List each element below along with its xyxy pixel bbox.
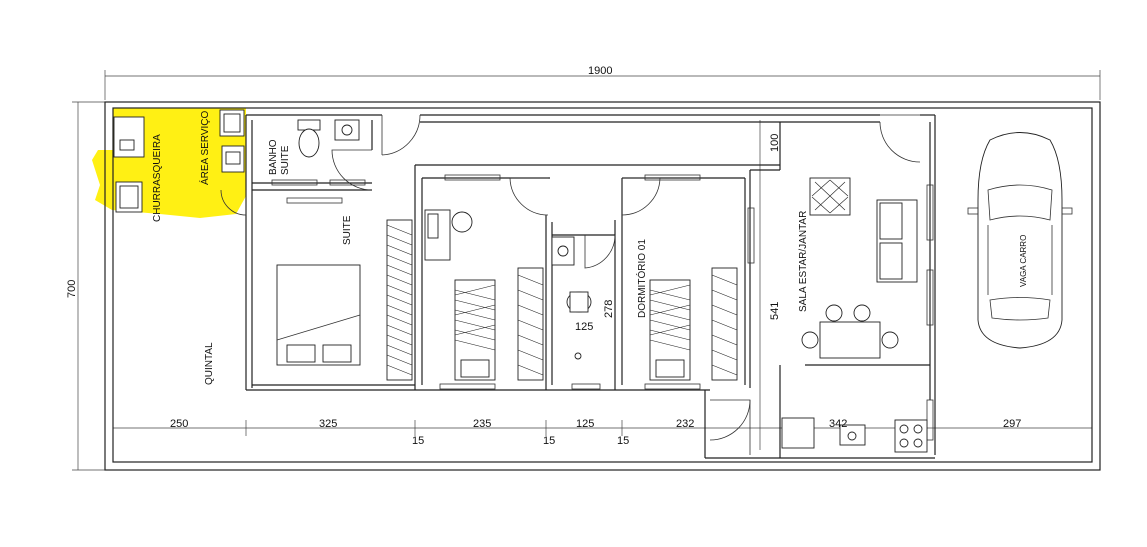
bathroom-fixtures bbox=[297, 119, 592, 360]
dim-bottom-15a: 15 bbox=[412, 435, 424, 447]
dim-278: 278 bbox=[603, 300, 615, 318]
label-banho-line2: SUITE bbox=[280, 145, 291, 175]
label-quintal: QUINTAL bbox=[204, 342, 215, 385]
label-area-servico: ÁREA SERVIÇO bbox=[198, 110, 211, 185]
dim-bottom-15b: 15 bbox=[543, 435, 555, 447]
dimension-lines bbox=[72, 70, 1101, 471]
label-dormitorio: DORMITÓRIO 01 bbox=[635, 239, 648, 318]
living-furniture bbox=[781, 177, 928, 453]
bedroom-furniture bbox=[454, 267, 738, 381]
service-fixtures bbox=[113, 109, 245, 213]
dim-541: 541 bbox=[769, 302, 781, 320]
dim-total-width: 1900 bbox=[588, 65, 612, 77]
dim-bottom-250: 250 bbox=[170, 418, 188, 430]
doors bbox=[220, 114, 921, 455]
dim-bottom-235: 235 bbox=[473, 418, 491, 430]
windows bbox=[271, 174, 934, 441]
dim-bottom-15c: 15 bbox=[617, 435, 629, 447]
dim-bottom-342: 342 bbox=[829, 418, 847, 430]
label-suite: SUITE bbox=[342, 215, 353, 245]
dim-bottom-125: 125 bbox=[576, 418, 594, 430]
label-banho-line1: BANHO bbox=[268, 139, 279, 175]
label-churrasqueira: CHURRASQUEIRA bbox=[152, 134, 163, 222]
dim-bottom-297: 297 bbox=[1003, 418, 1021, 430]
dim-100: 100 bbox=[769, 134, 781, 152]
label-sala: SALA ESTAR/JANTAR bbox=[798, 211, 809, 312]
label-vaga: VAGA CARRO bbox=[1019, 235, 1028, 287]
dim-125-wc: 125 bbox=[575, 321, 593, 333]
suite-furniture bbox=[276, 209, 473, 381]
dim-bottom-325: 325 bbox=[319, 418, 337, 430]
walls bbox=[104, 101, 1101, 471]
dim-total-height: 700 bbox=[66, 280, 78, 298]
car-icon bbox=[967, 132, 1073, 349]
dim-bottom-232: 232 bbox=[676, 418, 694, 430]
